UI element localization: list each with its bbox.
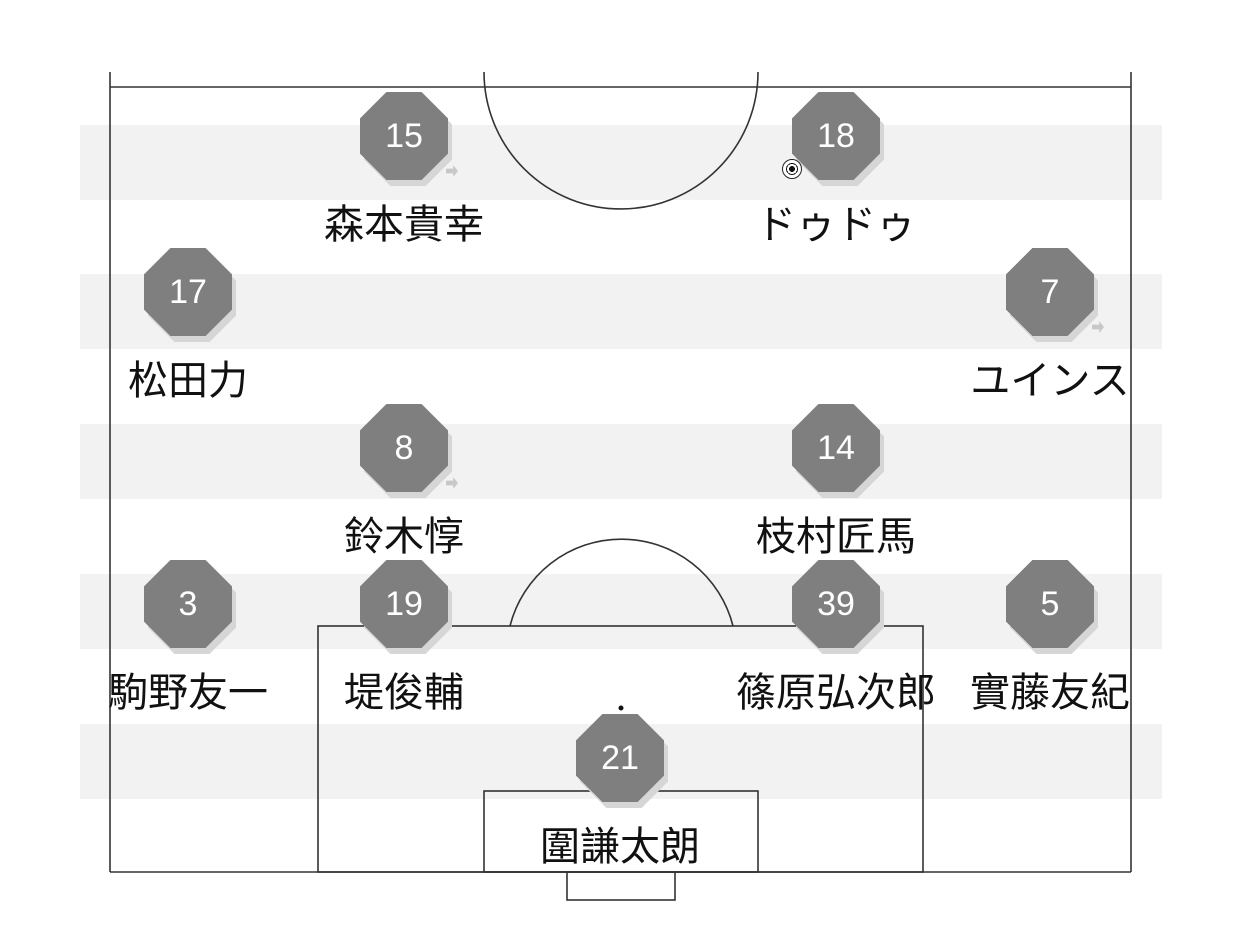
penalty-arc <box>509 538 734 627</box>
player-name: ドゥドゥ <box>756 202 916 248</box>
player-number-badge: 17 <box>144 248 232 336</box>
player-3[interactable]: 3 駒野友一 <box>68 560 308 720</box>
player-name: 篠原弘次郎 <box>736 670 936 716</box>
player-number-badge: 18 <box>792 92 880 180</box>
arrow-icon <box>1092 321 1104 333</box>
player-number-badge: 39 <box>792 560 880 648</box>
player-number-badge: 5 <box>1006 560 1094 648</box>
player-name: 森本貴幸 <box>324 202 484 248</box>
player-17[interactable]: 17 松田力 <box>68 248 308 408</box>
player-5[interactable]: 5 實藤友紀 <box>930 560 1170 720</box>
pitch-stripe <box>80 574 1162 649</box>
player-name: 鈴木惇 <box>344 514 464 560</box>
player-7[interactable]: 7 ユインス <box>930 248 1170 408</box>
player-name: ユインス <box>970 358 1130 404</box>
penalty-spot <box>618 705 624 711</box>
player-name: 實藤友紀 <box>970 670 1130 716</box>
player-name: 枝村匠馬 <box>756 514 916 560</box>
player-number-badge: 21 <box>576 714 664 802</box>
player-number-badge: 14 <box>792 404 880 492</box>
player-name: 駒野友一 <box>108 670 268 716</box>
player-name: 圍謙太朗 <box>540 824 700 870</box>
player-8[interactable]: 8 鈴木惇 <box>284 404 524 564</box>
player-18[interactable]: 18 ドゥドゥ <box>716 92 956 252</box>
pitch-stripe <box>80 424 1162 499</box>
player-14[interactable]: 14 枝村匠馬 <box>716 404 956 564</box>
soccer-ball-icon <box>782 159 802 179</box>
arrow-icon <box>446 165 458 177</box>
player-number-badge: 8 <box>360 404 448 492</box>
pitch-stripe <box>80 274 1162 349</box>
pitch-stripe <box>80 125 1162 200</box>
player-number-badge: 7 <box>1006 248 1094 336</box>
player-number-badge: 15 <box>360 92 448 180</box>
player-21[interactable]: 21 圍謙太朗 <box>500 714 740 874</box>
centre-circle <box>483 71 759 210</box>
player-number-badge: 3 <box>144 560 232 648</box>
goal <box>566 871 676 901</box>
player-number-badge: 19 <box>360 560 448 648</box>
player-name: 松田力 <box>128 358 248 404</box>
player-19[interactable]: 19 堤俊輔 <box>284 560 524 720</box>
arrow-icon <box>446 477 458 489</box>
player-15[interactable]: 15 森本貴幸 <box>284 92 524 252</box>
player-39[interactable]: 39 篠原弘次郎 <box>716 560 956 720</box>
player-name: 堤俊輔 <box>344 670 464 716</box>
